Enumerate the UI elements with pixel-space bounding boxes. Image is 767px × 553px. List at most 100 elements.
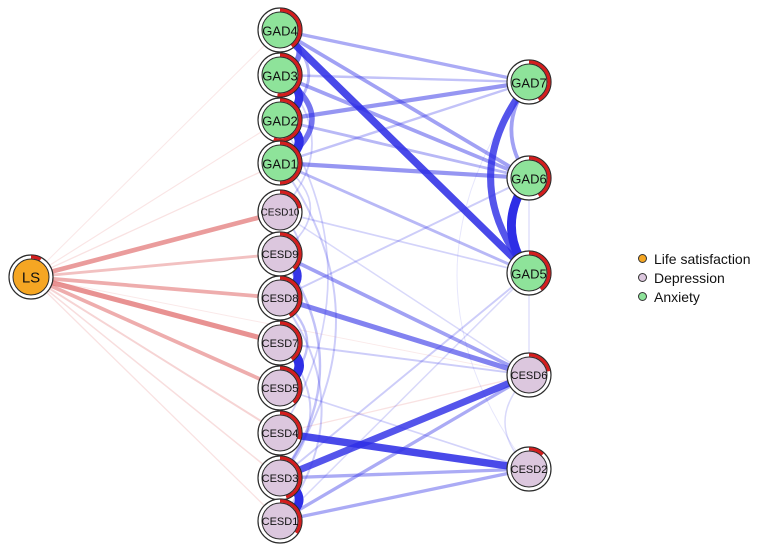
node-label: GAD7: [511, 76, 546, 91]
node-fill: [261, 414, 299, 452]
edge-gad1-gad5: [278, 161, 531, 275]
edges-layer: [28, 26, 534, 526]
edge-ls-cesd3: [30, 276, 281, 479]
node-label: CESD4: [262, 428, 299, 440]
edge-ls-gad1: [30, 162, 281, 278]
node-fill: [261, 235, 299, 273]
node-fill: [510, 254, 548, 292]
node-predictability-arc: [273, 98, 302, 142]
edge-gad5-cesd3: [279, 272, 530, 479]
node-label: GAD5: [511, 267, 546, 282]
edge-cesd4-cesd6: [279, 374, 530, 434]
node-cesd1: CESD1: [257, 498, 303, 544]
node-predictability-arc: [279, 141, 302, 185]
edge-cesd3-cesd6: [276, 371, 533, 482]
node-cesd2: CESD2: [506, 446, 552, 492]
node-predictability-arc: [528, 156, 551, 197]
node-predictability-arc: [528, 251, 551, 291]
edge-cesd4-cesd2: [276, 429, 533, 473]
node-label: CESD5: [262, 383, 299, 395]
node-fill: [12, 258, 50, 296]
edge-ls-cesd8: [29, 275, 282, 300]
node-fill: [261, 324, 299, 362]
node-fill: [261, 279, 299, 317]
node-predictability-arc: [277, 53, 302, 97]
node-predictability-arc: [279, 499, 302, 534]
node-predictability-arc: [279, 411, 302, 440]
edge-cesd8-cesd6: [277, 295, 532, 378]
node-label: CESD2: [511, 464, 548, 476]
edge-gad4-gad5: [276, 26, 533, 277]
node-label: LS: [22, 270, 40, 287]
node-gad3: GAD3: [257, 52, 303, 98]
node-cesd3: CESD3: [257, 455, 303, 501]
node-fill: [510, 450, 548, 488]
legend-item-depression: Depression: [638, 268, 751, 287]
node-predictability-arc: [279, 276, 302, 317]
node-cesd4: CESD4: [257, 410, 303, 456]
node-predictability-arc: [30, 255, 42, 261]
node-gad4: GAD4: [257, 7, 303, 53]
node-label: GAD2: [262, 114, 297, 129]
legend-label: Life satisfaction: [654, 250, 751, 267]
edge-ls-cesd1: [30, 276, 281, 522]
edge-cesd3-cesd2: [278, 467, 531, 480]
node-fill: [261, 369, 299, 407]
legend-label: Anxiety: [654, 288, 700, 305]
edge-cesd7-cesd6: [279, 342, 530, 376]
node-label: GAD6: [511, 172, 546, 187]
node-cesd10: CESD10: [257, 189, 303, 235]
nodes-layer: LSGAD4GAD3GAD2GAD1CESD10CESD9CESD8CESD7C…: [8, 7, 552, 544]
legend-label: Depression: [654, 269, 725, 286]
edge-ls-cesd7: [28, 274, 283, 346]
node-cesd7: CESD7: [257, 320, 303, 366]
edge-ls-gad2: [30, 119, 281, 278]
edge-gad4-gad7: [278, 28, 531, 84]
node-label: CESD1: [262, 516, 299, 528]
legend-swatch-life-satisfaction: [638, 254, 647, 263]
node-label: GAD3: [262, 69, 297, 84]
node-cesd8: CESD8: [257, 275, 303, 321]
legend-swatch-depression: [638, 273, 647, 282]
node-fill: [261, 11, 299, 49]
node-predictability-arc: [279, 232, 302, 270]
node-predictability-arc: [279, 8, 302, 48]
node-predictability-arc: [279, 456, 302, 499]
node-fill: [261, 101, 299, 139]
node-predictability-arc: [279, 366, 302, 404]
legend-item-life-satisfaction: Life satisfaction: [638, 249, 751, 268]
legend: Life satisfaction Depression Anxiety: [638, 249, 751, 306]
node-label: CESD10: [261, 208, 300, 219]
edge-gad3-gad7: [278, 73, 531, 84]
node-fill: [510, 356, 548, 394]
node-cesd9: CESD9: [257, 231, 303, 277]
edge-ls-gad4: [30, 29, 281, 278]
edge-gad2-gad7: [277, 79, 532, 123]
node-label: CESD8: [262, 293, 299, 305]
edge-gad4-gad6: [278, 28, 531, 180]
node-label: CESD3: [262, 473, 299, 485]
edge-gad3-gad6: [278, 73, 531, 180]
edge-ls-cesd10: [28, 209, 283, 280]
node-label: GAD4: [262, 24, 297, 39]
node-cesd6: CESD6: [506, 352, 552, 398]
node-label: CESD7: [262, 338, 299, 350]
node-ls: LS: [8, 254, 54, 300]
edge-gad1-gad7: [278, 80, 531, 165]
edge-cesd9-cesd6: [278, 252, 531, 377]
node-predictability-arc: [528, 353, 551, 372]
legend-swatch-anxiety: [638, 292, 647, 301]
edge-ls-cesd4: [30, 276, 281, 434]
node-gad7: GAD7: [506, 59, 552, 105]
node-gad6: GAD6: [506, 155, 552, 201]
edge-cesd1-gad5: [279, 272, 530, 522]
node-gad5: GAD5: [506, 250, 552, 296]
node-fill: [510, 159, 548, 197]
edge-gad6-cesd8: [279, 177, 530, 299]
edge-ls-cesd5: [29, 275, 282, 390]
node-fill: [261, 459, 299, 497]
node-predictability-arc: [279, 190, 302, 209]
node-fill: [261, 144, 299, 182]
